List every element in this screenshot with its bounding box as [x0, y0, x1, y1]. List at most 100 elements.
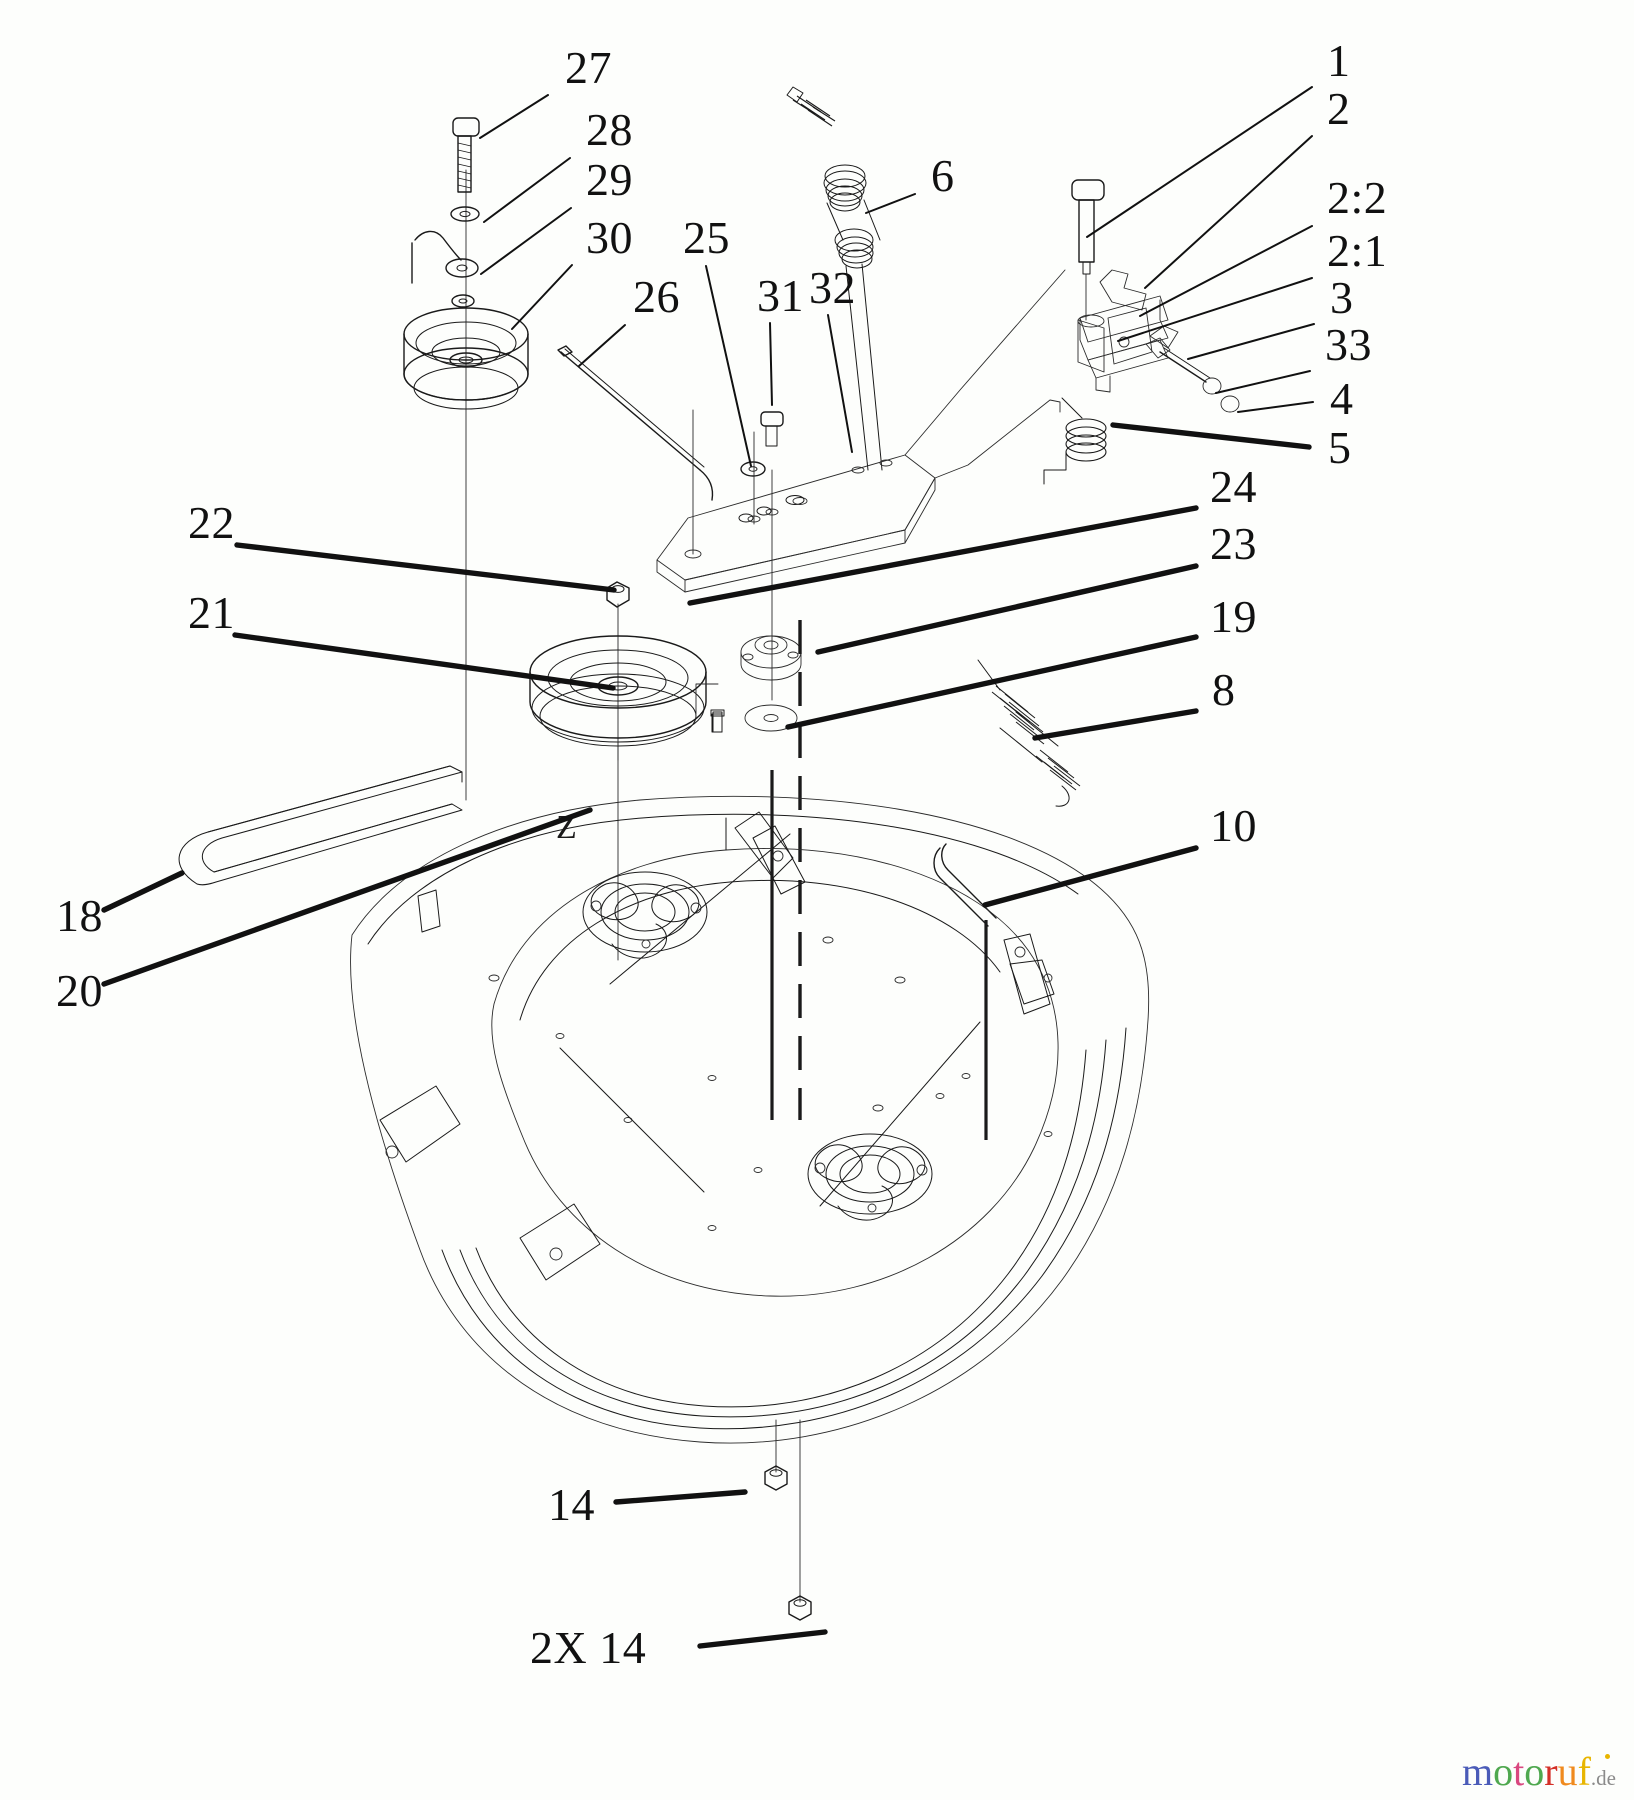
nut-29 [451, 294, 475, 308]
leader-line-20 [101, 807, 593, 987]
leader-line-21 [232, 632, 616, 691]
spindle-pulley-21 [529, 581, 707, 761]
callout-5: 5 [1328, 422, 1352, 473]
nut-2x14 [788, 1595, 812, 1621]
leader-line-23 [815, 563, 1199, 655]
leader-line-18 [101, 870, 185, 913]
deck-bracket-right [1003, 933, 1055, 1015]
leader-line-6 [865, 193, 916, 214]
idler-pulley-assembly [403, 117, 529, 801]
extension-spring-6 [786, 86, 883, 471]
leader-line-29 [480, 207, 572, 275]
leader-line-25 [705, 265, 752, 467]
leader-line-28 [483, 157, 571, 223]
nut-14 [764, 1465, 788, 1491]
watermark-letter: o [1524, 1749, 1545, 1794]
callout-28: 28 [586, 104, 633, 155]
callout-14: 14 [548, 1479, 595, 1530]
callout-2-2: 2:2 [1327, 172, 1388, 223]
watermark-letter: u [1557, 1749, 1578, 1794]
callout-2x-14: 2X 14 [530, 1622, 647, 1673]
leader-line-2 [1144, 135, 1313, 289]
bolt-1 [1071, 179, 1105, 321]
spring-coil-lower [834, 228, 874, 269]
leader-line-19 [785, 634, 1199, 730]
callout-24: 24 [1210, 461, 1257, 512]
callout-8: 8 [1212, 664, 1236, 715]
drive-belt-18 [178, 765, 463, 886]
leader-line-24 [687, 505, 1199, 606]
callout-22: 22 [188, 497, 235, 548]
callout-32: 32 [809, 262, 856, 313]
callout-1: 1 [1327, 35, 1351, 86]
spring-coil-upper [823, 164, 867, 212]
mower-deck: Z [350, 795, 1150, 1444]
watermark-letter: o [1493, 1749, 1514, 1794]
leader-line-10 [982, 845, 1199, 908]
right-bracket-assembly [1043, 179, 1240, 485]
watermark-dot [1605, 1754, 1610, 1759]
callout-18: 18 [56, 890, 103, 941]
spring-8-lower-coils [1035, 749, 1081, 791]
leader-lines [101, 86, 1315, 1649]
deck-flange-left [379, 1085, 601, 1281]
spindle-boss-lower [807, 1133, 933, 1221]
callout-2-1: 2:1 [1327, 225, 1388, 276]
watermark-letter: m [1462, 1749, 1494, 1794]
callout-25: 25 [683, 212, 730, 263]
spring-clip-29 [411, 230, 479, 284]
extension-spring-8 [977, 659, 1081, 807]
callout-4: 4 [1330, 373, 1354, 424]
leader-line-26 [578, 324, 626, 367]
mounting-plate-bracket [656, 269, 1066, 593]
deck-bracket-z: Z [556, 809, 806, 895]
leader-line-14 [613, 1489, 748, 1505]
callout-29: 29 [586, 154, 633, 205]
callout-26: 26 [633, 271, 680, 322]
callout-2: 2 [1327, 83, 1351, 134]
leader-line-5 [1110, 422, 1312, 450]
idler-pulley-30 [403, 307, 529, 410]
leader-line-2-2 [1139, 225, 1313, 317]
washer-28 [450, 206, 480, 222]
callout-19: 19 [1210, 591, 1257, 642]
leader-line-31 [769, 322, 773, 406]
leader-line-1 [1086, 86, 1313, 238]
assembly-centerlines [617, 620, 802, 1120]
spindle-housing-24 [740, 635, 802, 681]
callout-3: 3 [1330, 272, 1354, 323]
callout-23: 23 [1210, 518, 1257, 569]
leader-line-33 [1215, 370, 1311, 394]
watermark-suffix: .de [1590, 1766, 1616, 1790]
watermark-letter: f [1577, 1749, 1591, 1794]
leader-line-27 [479, 94, 549, 139]
pivot-pin-3 [1145, 325, 1240, 413]
callout-21: 21 [188, 587, 235, 638]
callout-30: 30 [586, 212, 633, 263]
nut-22 [606, 581, 630, 608]
hook-rod-10 [933, 843, 997, 1140]
shaft-and-washers [695, 635, 802, 733]
leader-line-4 [1237, 401, 1314, 413]
bracket-2 [1077, 269, 1169, 393]
leader-line-32 [827, 314, 853, 453]
spindle-boss-upper [582, 871, 708, 959]
callout-10: 10 [1210, 800, 1257, 851]
leader-line-2-1 [1117, 277, 1313, 342]
watermark-letter: r [1544, 1749, 1558, 1794]
rod-26 [557, 345, 714, 501]
bolt-31 [760, 411, 784, 447]
leader-line-30 [511, 264, 573, 330]
callout-6: 6 [931, 150, 955, 201]
callout-27: 27 [565, 42, 612, 93]
leader-line-3 [1187, 323, 1315, 360]
spring-8-upper-coils [991, 685, 1045, 745]
deck-holes [488, 936, 1053, 1231]
watermark-motoruf: motoruf.de [1462, 1752, 1616, 1792]
leader-line-2x-14 [697, 1629, 828, 1649]
callout-33: 33 [1325, 319, 1372, 370]
callout-31: 31 [757, 270, 804, 321]
torsion-spring-5 [1043, 397, 1107, 485]
